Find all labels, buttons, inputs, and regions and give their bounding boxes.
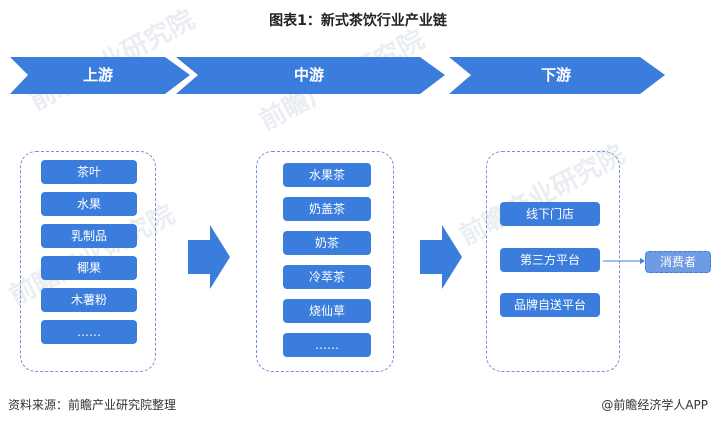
upstream-item: 茶叶 xyxy=(41,160,137,184)
stage-arrow-downstream xyxy=(449,57,665,94)
source-note: 资料来源：前瞻产业研究院整理 xyxy=(8,398,177,412)
flow-arrow-1 xyxy=(188,225,230,289)
midstream-item: 烧仙草 xyxy=(283,299,371,323)
downstream-group xyxy=(486,151,620,372)
midstream-item: 奶盖茶 xyxy=(283,197,371,221)
stage-label-upstream: 上游 xyxy=(82,66,113,84)
consumer-box: 消费者 xyxy=(645,251,711,273)
upstream-item: 椰果 xyxy=(41,256,137,280)
midstream-item: 奶茶 xyxy=(283,231,371,255)
stage-arrow-upstream xyxy=(10,57,190,94)
upstream-item: 木薯粉 xyxy=(41,288,137,312)
upstream-item: …… xyxy=(41,320,137,344)
downstream-item: 线下门店 xyxy=(500,202,600,226)
midstream-item: …… xyxy=(283,333,371,357)
upstream-item: 水果 xyxy=(41,192,137,216)
midstream-group xyxy=(256,151,394,372)
flow-arrow-2 xyxy=(420,225,462,289)
midstream-item: 冷萃茶 xyxy=(283,265,371,289)
diagram-title: 图表1：新式茶饮行业产业链 xyxy=(269,13,447,29)
downstream-item: 第三方平台 xyxy=(500,248,600,272)
consumer-connector-head xyxy=(640,258,645,264)
downstream-item: 品牌自送平台 xyxy=(500,293,600,317)
stage-label-midstream: 中游 xyxy=(293,66,324,84)
upstream-item: 乳制品 xyxy=(41,224,137,248)
stage-arrow-midstream xyxy=(176,57,445,94)
upstream-group xyxy=(20,151,156,372)
stage-label-downstream: 下游 xyxy=(540,66,571,84)
brand-credit: @前瞻经济学人APP xyxy=(601,398,708,412)
midstream-item: 水果茶 xyxy=(283,163,371,187)
